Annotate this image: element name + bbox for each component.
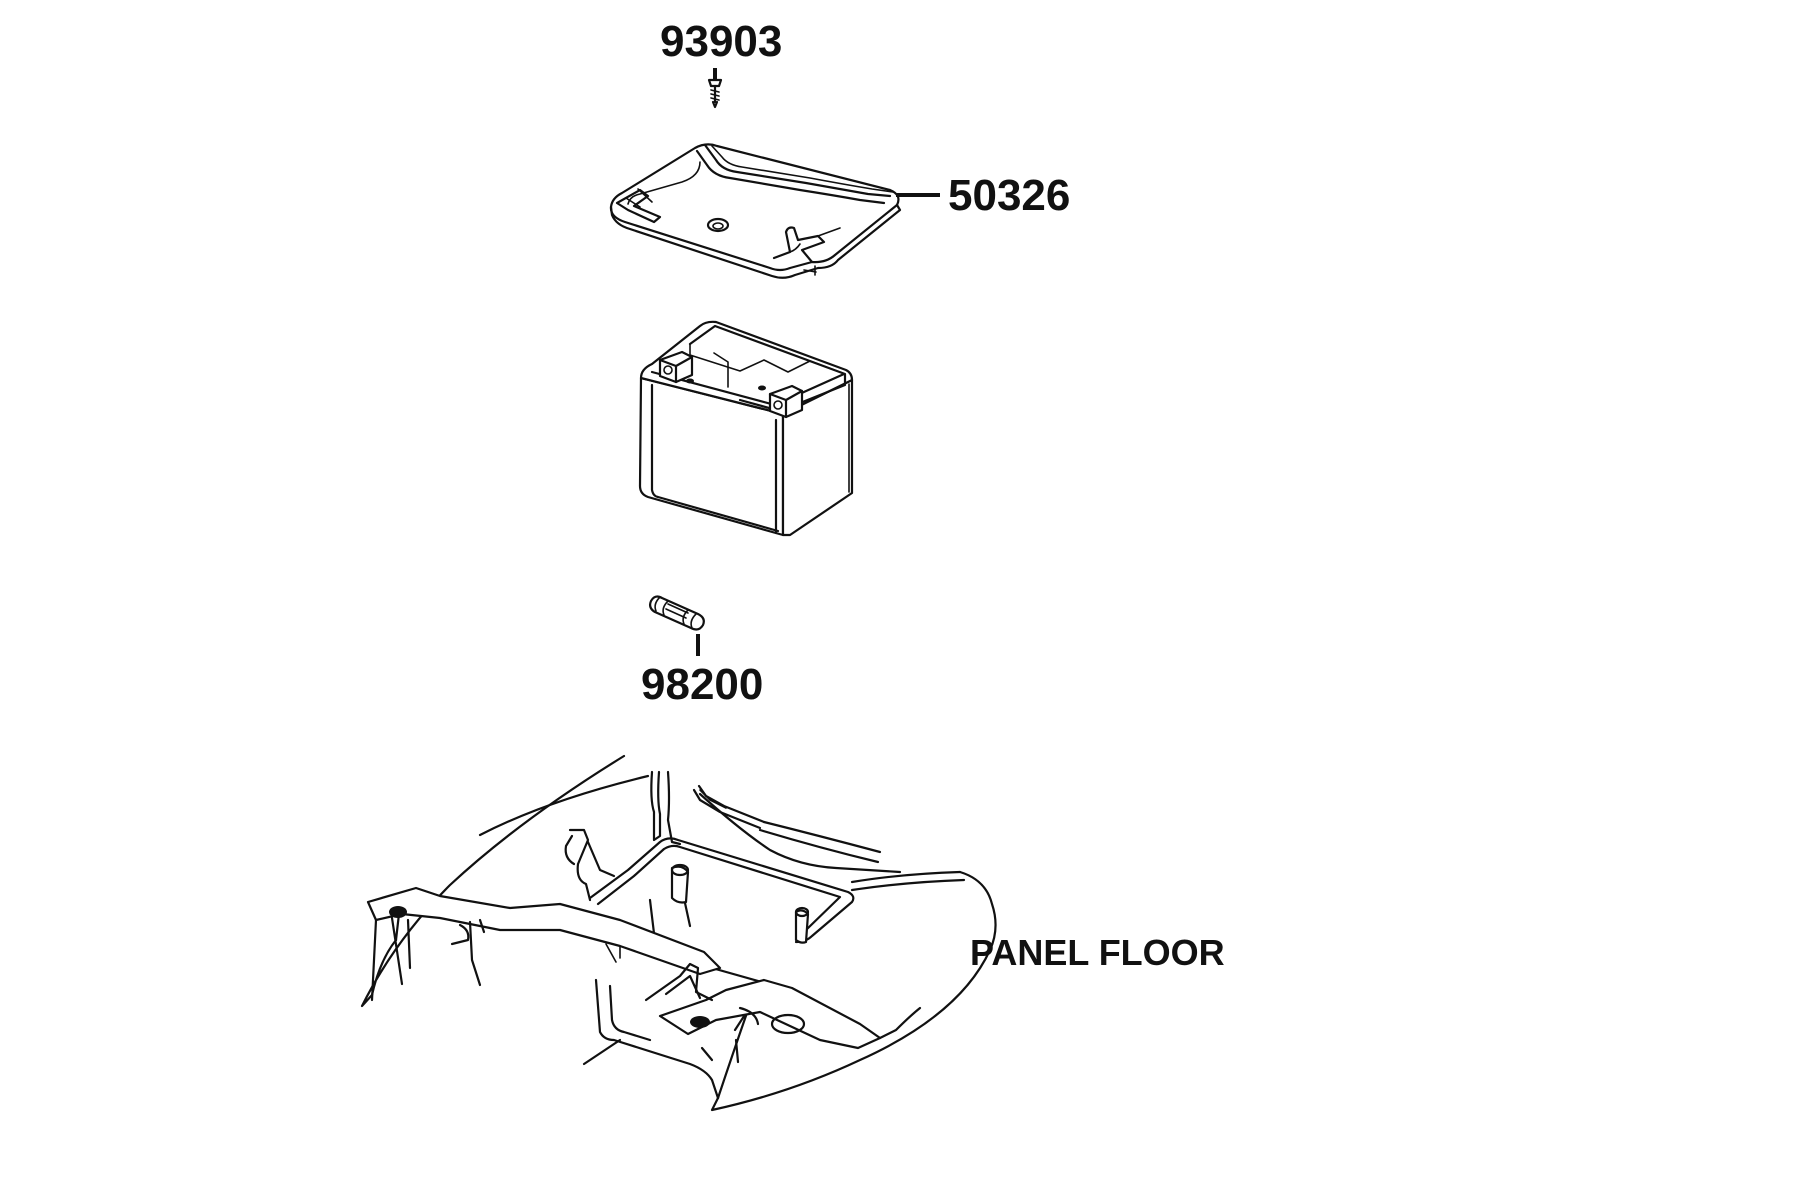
screw-part-number: 93903 xyxy=(660,17,782,66)
battery-cover-icon xyxy=(609,143,902,279)
fuse-icon xyxy=(649,595,705,631)
battery-icon xyxy=(638,320,854,537)
panel-floor-icon xyxy=(360,754,997,1112)
cover-part-number: 50326 xyxy=(948,171,1070,220)
fuse-part-number: 98200 xyxy=(641,660,763,709)
panel-floor-label: PANEL FLOOR xyxy=(970,932,1225,973)
screw-icon xyxy=(707,78,723,109)
